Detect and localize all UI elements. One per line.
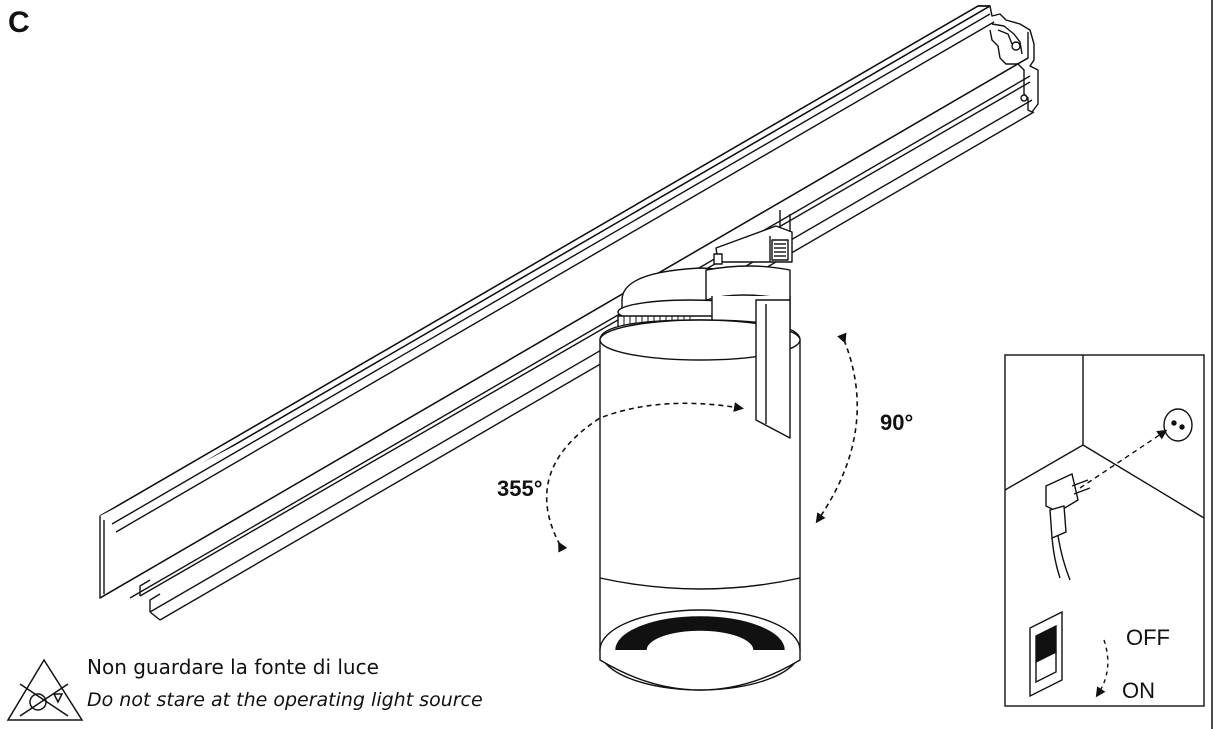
switch-on-label: ON	[1122, 678, 1155, 703]
horizontal-rotation-label: 355°	[497, 476, 543, 501]
power-inset-panel	[1004, 354, 1205, 707]
power-plug-icon	[1045, 473, 1091, 581]
rocker-switch-icon	[1029, 610, 1063, 698]
switch-arrow	[1095, 639, 1109, 698]
warning-text-italian: Non guardare la fonte di luce	[87, 655, 379, 679]
warning-text-english: Do not stare at the operating light sour…	[87, 689, 483, 711]
switch-off-label: OFF	[1126, 625, 1170, 650]
step-letter: C	[8, 6, 30, 39]
vertical-rotation-arrow	[815, 332, 858, 524]
vertical-rotation-label: 90°	[880, 410, 914, 435]
wall-socket-icon	[1163, 408, 1193, 442]
no-stare-light-warning-icon	[6, 658, 84, 721]
rotation-arrows	[545, 332, 858, 553]
track-rail	[99, 5, 1039, 621]
